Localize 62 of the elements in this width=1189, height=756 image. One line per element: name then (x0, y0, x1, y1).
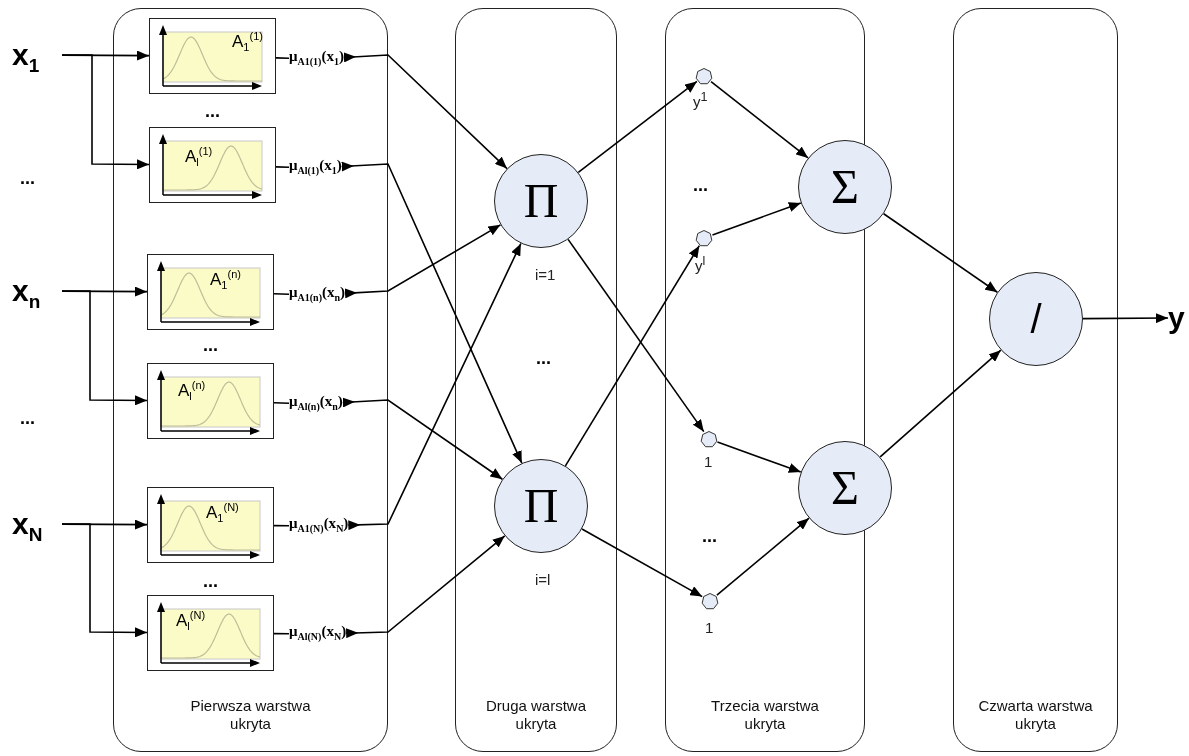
arrow (879, 349, 1002, 458)
operator-symbol: Σ (831, 162, 859, 212)
arrow (567, 238, 705, 433)
arrow (710, 80, 809, 159)
arrow (342, 397, 504, 481)
operator-symbol: Σ (831, 463, 859, 513)
ellipsis-label: ... (205, 104, 220, 118)
arrow (716, 517, 810, 596)
membership-value-label: μ$_{Al(N)}$(x$_{N}$) (289, 622, 347, 646)
arrow (882, 212, 999, 294)
membership-value-label: μ$_{A1(N)}$(x$_{N}$) (289, 514, 349, 538)
layer-title: Druga warstwa ukryta (484, 697, 587, 733)
layer-title: Czwarta warstwa ukryta (977, 697, 1094, 733)
arrow (61, 523, 148, 638)
node-caption: y$^{1}$ (693, 89, 708, 110)
arrow (343, 52, 508, 170)
variable-label: x$_{n}$ (12, 275, 62, 307)
arrow (564, 244, 701, 467)
ellipsis-label: ... (693, 178, 708, 192)
membership-value-label: μ$_{A1(1)}$(x$_{1}$) (289, 47, 344, 71)
arrow (340, 161, 523, 464)
arrow (344, 224, 502, 299)
arrow (61, 290, 148, 406)
ellipsis-label: ... (20, 171, 35, 185)
operator-symbol: Π (523, 481, 559, 531)
variable-label: x$_{N}$ (12, 508, 62, 540)
arrow (577, 80, 698, 174)
ellipsis-label: ... (20, 411, 35, 425)
membership-function-box (147, 363, 274, 439)
ellipsis-label: ... (536, 351, 551, 365)
layer-title: Pierwsza warstwa ukryta (189, 697, 312, 733)
arrow (347, 242, 522, 531)
layer-title: Trzecia warstwa ukryta (710, 697, 820, 733)
variable-label: x$_{1}$ (12, 39, 62, 71)
operator-symbol: / (1030, 296, 1042, 343)
arrow (345, 535, 506, 639)
layer-band (113, 8, 388, 752)
membership-value-label: μ$_{Al(n)}$(x$_{n}$) (289, 392, 343, 416)
ellipsis-label: ... (203, 574, 218, 588)
ellipsis-label: ... (702, 529, 717, 543)
variable-label: y (1168, 302, 1188, 334)
arrow (716, 441, 802, 473)
membership-value-label: μ$_{Al(1)}$(x$_{1}$) (289, 156, 342, 180)
layer-band (455, 8, 617, 752)
node-caption: y$^{l}$ (695, 253, 706, 274)
membership-value-label: μ$_{A1(n)}$(x$_{n}$) (289, 283, 346, 307)
layer-band (953, 8, 1118, 752)
membership-function-box (147, 595, 274, 671)
arrow (711, 202, 802, 236)
operator-symbol: Π (523, 176, 559, 226)
arrow (61, 54, 150, 170)
node-caption: i=l (535, 572, 551, 588)
node-caption: 1 (704, 454, 713, 470)
membership-function-box (147, 254, 274, 330)
ellipsis-label: ... (203, 338, 218, 352)
arrow (581, 528, 703, 598)
membership-function-box (149, 127, 276, 203)
membership-function-box (147, 487, 274, 563)
membership-function-box (149, 18, 276, 94)
node-caption: 1 (705, 620, 714, 636)
arrow (1082, 313, 1169, 324)
node-caption: i=1 (535, 267, 556, 283)
